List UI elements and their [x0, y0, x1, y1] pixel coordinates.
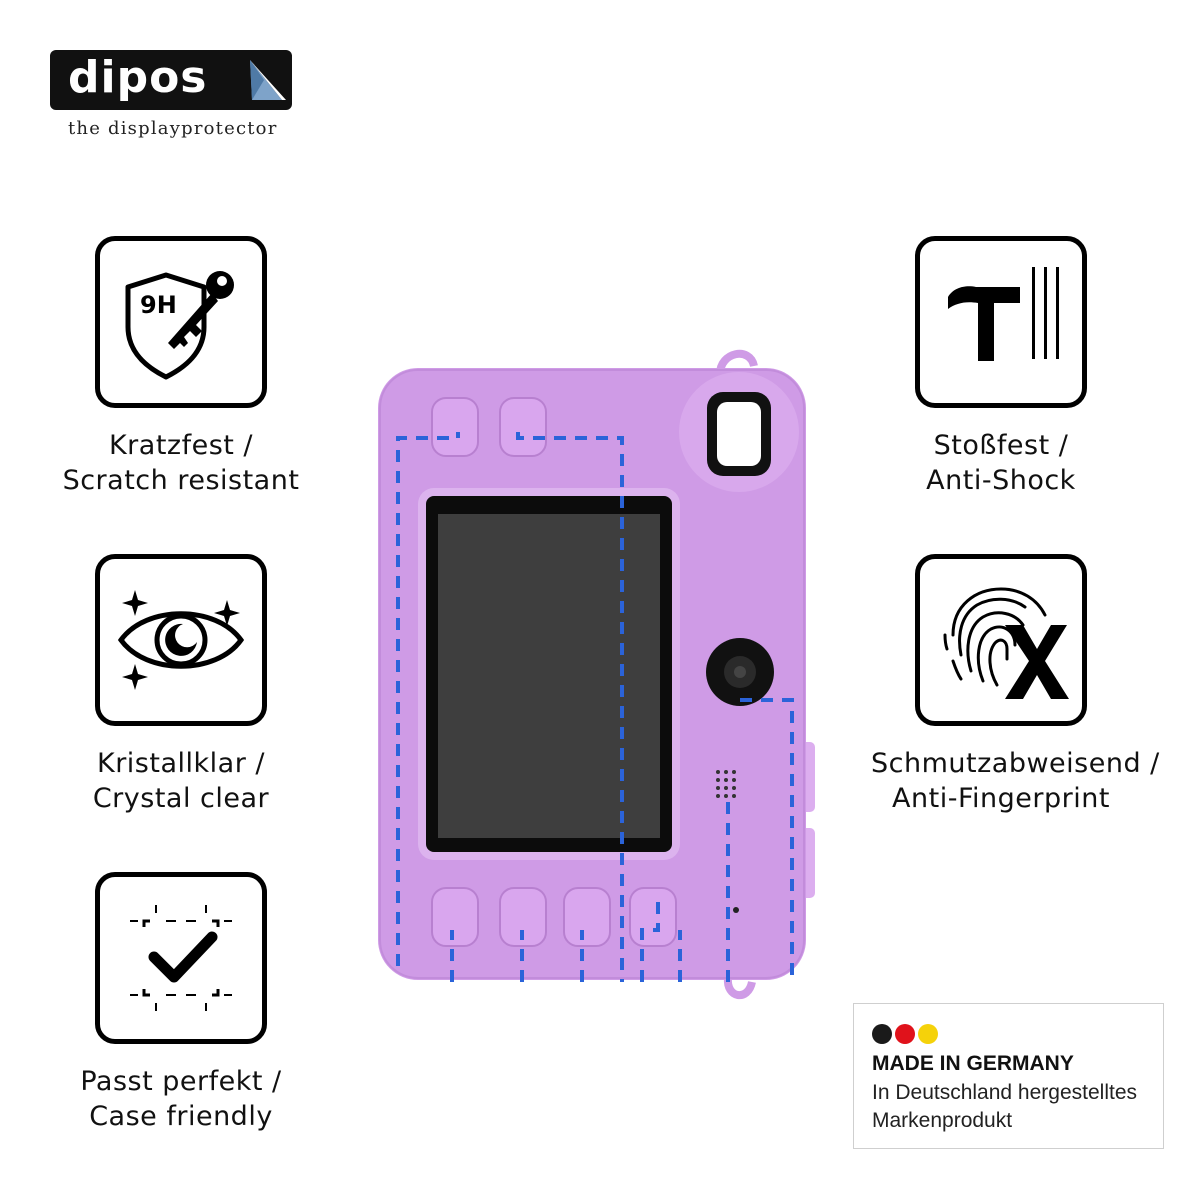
german-flag-dots [872, 1024, 938, 1044]
feature-label-en: Crystal clear [92, 783, 270, 814]
top-button-1 [431, 397, 479, 457]
speaker-grille [716, 770, 736, 798]
bottom-button-3 [563, 887, 611, 947]
logo-tagline: the displayprotector [68, 118, 278, 139]
feature-crystal-clear: Kristallklar / Crystal clear [51, 554, 311, 816]
cutout-guide-lines [396, 432, 794, 982]
brand-logo: dipos the displayprotector [50, 50, 295, 145]
eye-sparkle-icon [117, 590, 245, 690]
logo-brand-text: dipos [68, 52, 208, 103]
feature-label-de: Schmutzabweisend / [871, 748, 1160, 779]
top-button-2 [499, 397, 547, 457]
made-in-germany-subtitle: In Deutschland hergestelltes Markenprodu… [872, 1081, 1137, 1132]
made-in-germany-badge: MADE IN GERMANY In Deutschland hergestel… [853, 1003, 1164, 1149]
bottom-button-1 [431, 887, 479, 947]
bottom-button-4 [629, 887, 677, 947]
feature-label-en: Scratch resistant [62, 465, 300, 496]
feature-icon-box [915, 554, 1087, 726]
check-frame-icon [130, 905, 232, 1011]
feature-label-de: Passt perfekt / [80, 1066, 282, 1097]
fingerprint-x-icon [943, 587, 1069, 699]
shield-badge-text: 9H [140, 291, 177, 319]
logo-badge: dipos [50, 50, 292, 110]
strap-loop-bottom [723, 977, 756, 999]
mic-hole [733, 907, 739, 913]
feature-icon-box [95, 554, 267, 726]
feature-label-en: Anti-Fingerprint [892, 783, 1110, 814]
feature-label-en: Anti-Shock [926, 465, 1076, 496]
feature-label-de: Stoßfest / [933, 430, 1069, 461]
screen-display [438, 514, 660, 838]
peel-corner-icon [250, 60, 286, 100]
flag-dot-gold [918, 1024, 938, 1044]
feature-icon-box: 9H [95, 236, 267, 408]
feature-case-friendly: Passt perfekt / Case friendly [51, 872, 311, 1134]
feature-scratch-resistant: 9H Kratzfest / Scratch resistant [51, 236, 311, 498]
shield-key-icon: 9H [125, 271, 234, 380]
feature-anti-shock: Stoßfest / Anti-Shock [871, 236, 1131, 498]
feature-label-en: Case friendly [89, 1101, 273, 1132]
hammer-icon [948, 267, 1059, 361]
feature-icon-box [95, 872, 267, 1044]
feature-label-de: Kristallklar / [97, 748, 265, 779]
bottom-button-2 [499, 887, 547, 947]
made-in-germany-title: MADE IN GERMANY [872, 1052, 1074, 1075]
flag-dot-red [895, 1024, 915, 1044]
kids-camera-illustration [378, 349, 815, 999]
feature-icon-box [915, 236, 1087, 408]
feature-anti-fingerprint: Schmutzabweisend / Anti-Fingerprint [871, 554, 1160, 816]
feature-label-de: Kratzfest / [108, 430, 254, 461]
flag-dot-black [872, 1024, 892, 1044]
